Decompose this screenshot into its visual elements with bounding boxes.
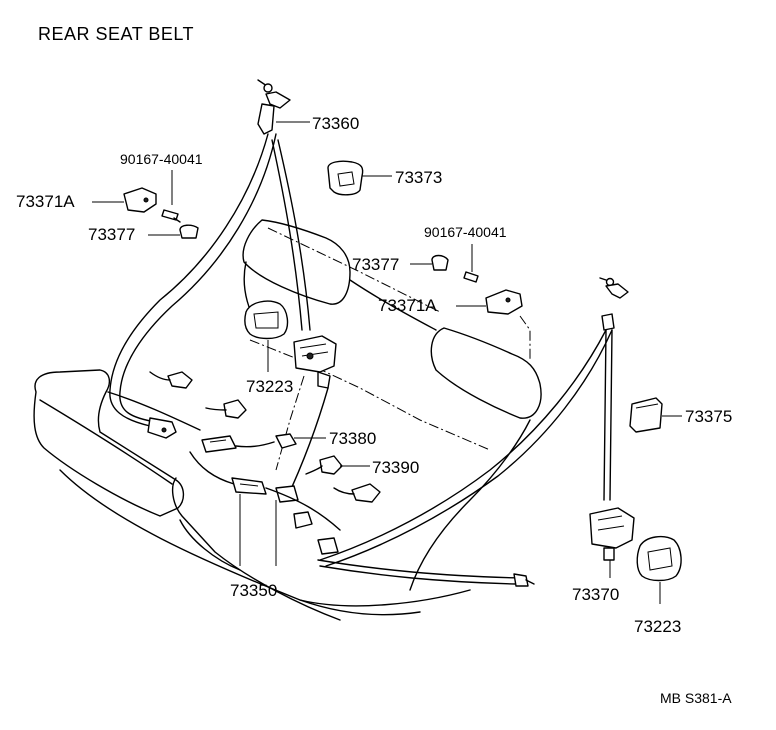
label-73390: 73390 xyxy=(372,458,419,477)
center-retractor xyxy=(285,335,337,501)
cover-73371A-right xyxy=(485,289,523,315)
label-73360: 73360 xyxy=(312,114,359,133)
label-73371A-right: 73371A xyxy=(378,296,437,315)
bolt-90167-right xyxy=(463,271,479,283)
leader-73350 xyxy=(239,494,277,566)
label-73375: 73375 xyxy=(685,407,732,426)
left-outer-belt xyxy=(109,79,311,439)
cover-73223-center xyxy=(244,300,289,372)
cover-73371A-left xyxy=(123,187,157,213)
bolt-90167-left xyxy=(161,209,181,223)
label-90167-right: 90167-40041 xyxy=(424,224,507,240)
label-73371A-left: 73371A xyxy=(16,192,75,211)
cover-73375 xyxy=(629,397,663,433)
buckle-assemblies xyxy=(149,371,381,555)
rear-seat-outline xyxy=(33,219,542,621)
label-73373: 73373 xyxy=(395,168,442,187)
diagram-title: REAR SEAT BELT xyxy=(38,24,194,44)
label-73223-center: 73223 xyxy=(246,377,293,396)
label-73370: 73370 xyxy=(572,585,619,604)
label-73377-left: 73377 xyxy=(88,225,135,244)
cover-73223-right xyxy=(636,535,682,604)
cover-73373 xyxy=(327,160,392,196)
label-73377-right: 73377 xyxy=(352,255,399,274)
label-90167-left: 90167-40041 xyxy=(120,151,203,167)
clip-73377-right xyxy=(431,254,449,271)
clip-73377-left xyxy=(179,224,199,239)
footer-code: MB S381-A xyxy=(660,690,732,706)
right-outer-belt xyxy=(317,277,635,587)
label-73223-right: 73223 xyxy=(634,617,681,636)
label-73350: 73350 xyxy=(230,581,277,600)
label-73380: 73380 xyxy=(329,429,376,448)
